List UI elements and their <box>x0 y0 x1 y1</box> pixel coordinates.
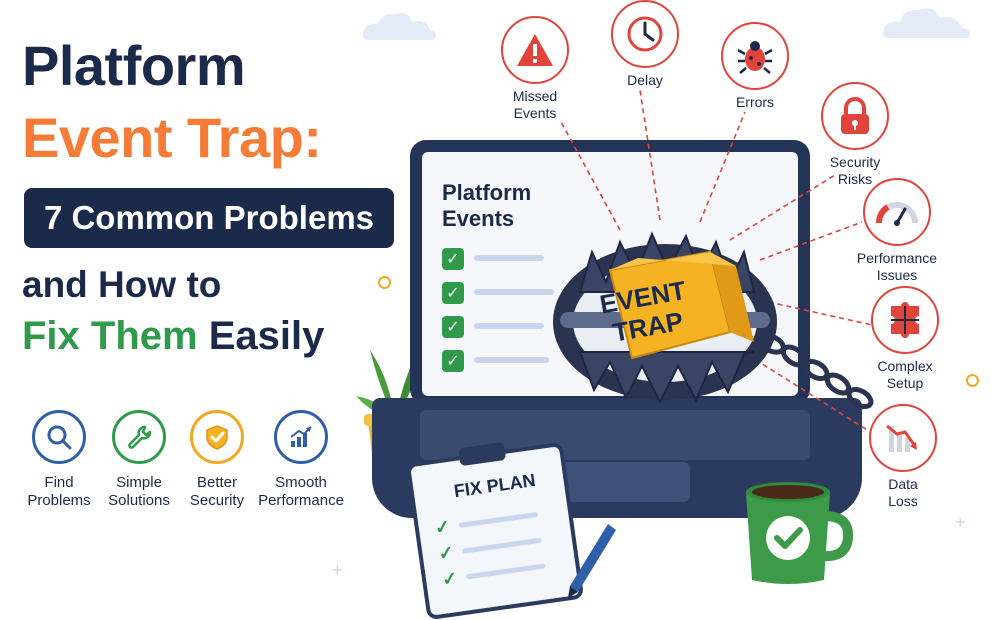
shield-check-icon <box>190 410 244 464</box>
chart-down-icon <box>869 404 937 472</box>
list-line <box>474 357 549 363</box>
problem-security-risks: Security Risks <box>800 82 910 188</box>
problem-label: Errors <box>735 94 775 110</box>
clock-icon <box>611 0 679 68</box>
bear-trap-icon <box>553 231 777 405</box>
laptop-touchpad <box>560 462 690 502</box>
problem-label: Performance <box>856 250 938 266</box>
benefit-label: Problems <box>27 492 91 509</box>
chain-icon <box>760 333 874 410</box>
pen-icon <box>568 524 616 598</box>
benefit-better-security: Better Security <box>172 410 262 510</box>
connector-lines <box>559 89 881 439</box>
problem-label: Complex <box>877 358 933 374</box>
headline-line-3: and How to <box>22 264 222 305</box>
problem-label: Delay <box>627 72 663 88</box>
list-line <box>474 255 544 261</box>
problem-label: Loss <box>888 493 918 509</box>
benefit-find-problems: Find Problems <box>14 410 104 510</box>
checkbox-checked-icon: ✓ <box>442 350 464 372</box>
coffee-mug-icon <box>746 482 854 584</box>
problem-label: Setup <box>886 375 924 391</box>
list-line <box>465 563 546 580</box>
list-line <box>458 511 539 528</box>
problem-delay: Delay <box>590 0 700 89</box>
headline-banner: 7 Common Problems <box>24 188 394 248</box>
bug-icon <box>721 22 789 90</box>
headline-line-4-navy: Easily <box>208 314 325 358</box>
benefit-label: Security <box>189 492 245 509</box>
headline-line-2: Event Trap: <box>22 106 322 169</box>
benefit-label: Better <box>196 474 238 491</box>
problem-missed-events: Missed Events <box>480 16 590 122</box>
lock-icon <box>821 82 889 150</box>
problem-label: Issues <box>876 267 918 283</box>
headline-line-4-green: Fix Them <box>22 314 198 358</box>
warning-icon <box>501 16 569 84</box>
clipboard: FIX PLAN ✓ ✓ ✓ <box>405 441 585 620</box>
list-line <box>462 537 543 554</box>
problem-data-loss: Data Loss <box>848 404 958 510</box>
screen-title-line: Platform <box>442 180 532 205</box>
problem-label: Security <box>829 154 881 170</box>
cloud-icon <box>882 8 970 38</box>
headline-line-4: Fix Them Easily <box>22 316 324 356</box>
problem-complex-setup: Complex Setup <box>850 286 960 392</box>
headline-line-1: Platform <box>22 34 246 97</box>
problem-label: Events <box>513 105 557 121</box>
problem-label: Risks <box>837 171 873 187</box>
checkbox-checked-icon: ✓ <box>442 248 464 270</box>
gauge-icon <box>863 178 931 246</box>
benefit-label: Simple <box>116 474 162 491</box>
benefit-smooth-performance: Smooth Performance <box>256 410 346 510</box>
problem-label: Data <box>888 476 918 492</box>
list-line <box>474 289 554 295</box>
checkbox-checked-icon: ✓ <box>442 316 464 338</box>
problem-label: Missed <box>512 88 558 104</box>
wrench-icon <box>112 410 166 464</box>
cloud-icon <box>362 13 437 40</box>
screen-title-line: Events <box>442 206 515 231</box>
problem-errors: Errors <box>700 22 810 111</box>
sparkle-plus-icon: + <box>332 560 343 580</box>
sparkle-circle-icon <box>378 276 391 289</box>
problem-performance-issues: Performance Issues <box>842 178 952 284</box>
check-icon: ✓ <box>433 516 452 539</box>
sparkle-plus-icon: + <box>955 512 966 532</box>
check-icon: ✓ <box>437 542 456 564</box>
benefit-label: Find <box>44 474 74 491</box>
screen-title: Platform Events <box>442 180 531 232</box>
check-icon: ✓ <box>440 567 459 590</box>
benefit-simple-solutions: Simple Solutions <box>94 410 184 510</box>
checkbox-checked-icon: ✓ <box>442 282 464 304</box>
list-line <box>474 323 544 329</box>
benefit-label: Smooth <box>275 474 327 491</box>
benefit-label: Solutions <box>108 492 170 509</box>
magnifier-icon <box>32 410 86 464</box>
sparkle-circle-icon <box>966 374 979 387</box>
puzzle-icon <box>871 286 939 354</box>
clipboard-title: FIX PLAN <box>452 469 537 502</box>
chart-up-icon <box>274 410 328 464</box>
benefit-label: Performance <box>258 492 344 509</box>
